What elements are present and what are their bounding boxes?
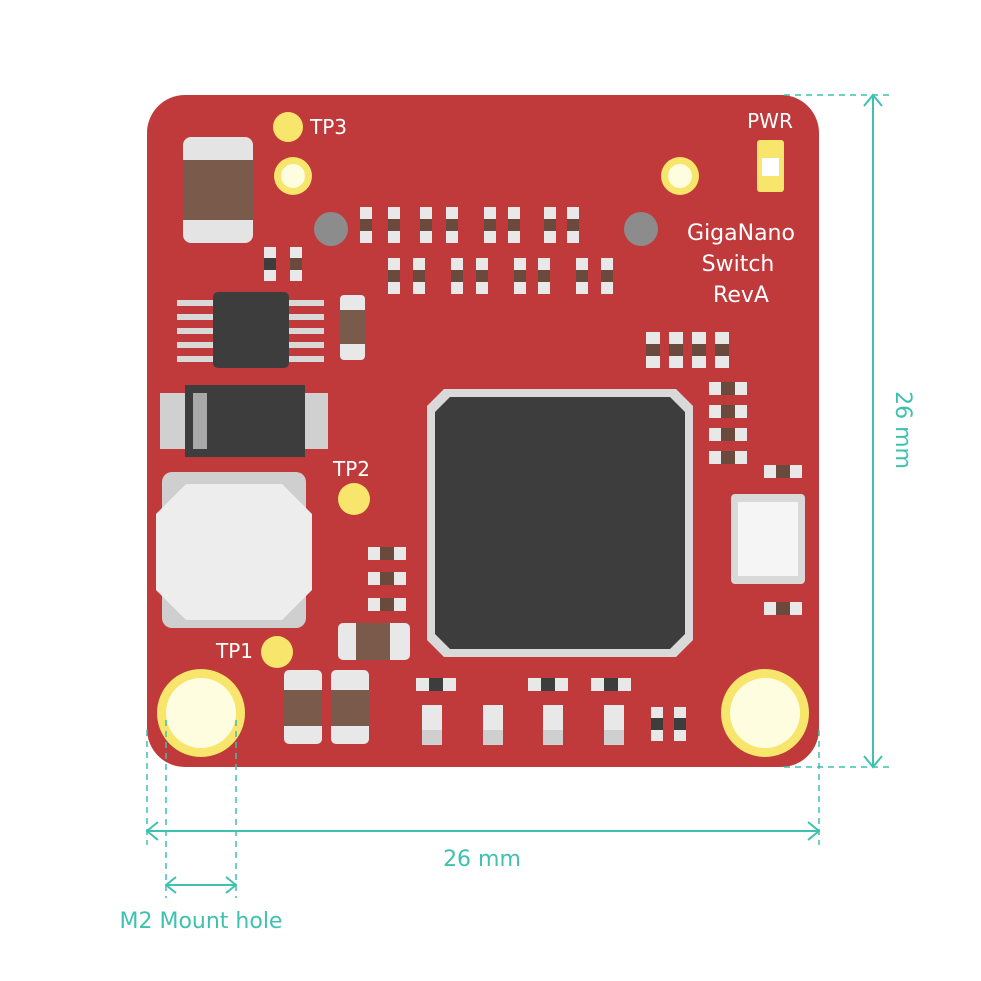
resistor-pair-left	[264, 247, 302, 281]
fiducial-left	[314, 212, 348, 246]
inductor	[156, 472, 312, 628]
resistor-pair-bottom-right	[651, 707, 686, 741]
resistor-array-right-top	[646, 332, 729, 368]
mount-hole-right	[721, 669, 809, 757]
height-label: 26 mm	[890, 391, 915, 469]
label-pwr: PWR	[747, 109, 793, 133]
power-led	[757, 140, 784, 192]
via-pad-top-left	[274, 157, 312, 195]
resistor-bottom-2	[528, 678, 568, 691]
resistor-array-right-stack	[709, 382, 747, 464]
diode-bottom-1	[422, 705, 442, 745]
resistor-stack-center	[368, 547, 406, 611]
resistor-bottom-1	[416, 678, 456, 691]
ic-soic8	[177, 292, 324, 368]
capacitor-bottom-left-1	[284, 670, 322, 744]
via-pad-top-right	[661, 157, 699, 195]
width-label: 26 mm	[443, 847, 521, 872]
capacitor-horizontal-center	[338, 623, 410, 660]
dimension-width	[145, 730, 821, 845]
diode-bottom-4	[604, 705, 624, 745]
mount-hole-label: M2 Mount hole	[120, 909, 283, 934]
resistor-array-row-2	[388, 258, 613, 294]
dimension-mount-hole	[164, 720, 238, 898]
capacitor-vertical-mid	[340, 295, 365, 360]
label-tp1: TP1	[215, 639, 253, 663]
resistor-right-a	[764, 465, 802, 478]
capacitor-bottom-left-2	[331, 670, 369, 744]
diode-bottom-2	[483, 705, 503, 745]
board-title-line-1: GigaNano	[687, 221, 795, 246]
main-mcu-chip	[427, 389, 693, 657]
mount-hole-left	[157, 669, 245, 757]
crystal-oscillator	[731, 494, 805, 584]
diode	[160, 385, 328, 457]
dimension-height	[784, 93, 890, 769]
label-tp2: TP2	[332, 457, 370, 481]
board-title-line-3: RevA	[713, 283, 769, 308]
diode-bottom-3	[543, 705, 563, 745]
test-point-tp1	[261, 636, 293, 668]
board-title-line-2: Switch	[702, 252, 775, 277]
resistor-right-b	[764, 602, 802, 615]
capacitor-large-top-left	[183, 137, 253, 243]
resistor-bottom-3	[591, 678, 631, 691]
fiducial-right	[624, 212, 658, 246]
test-point-tp2	[338, 483, 370, 515]
label-tp3: TP3	[309, 115, 347, 139]
test-point-tp3	[273, 112, 303, 142]
resistor-array-row-1	[360, 207, 579, 243]
